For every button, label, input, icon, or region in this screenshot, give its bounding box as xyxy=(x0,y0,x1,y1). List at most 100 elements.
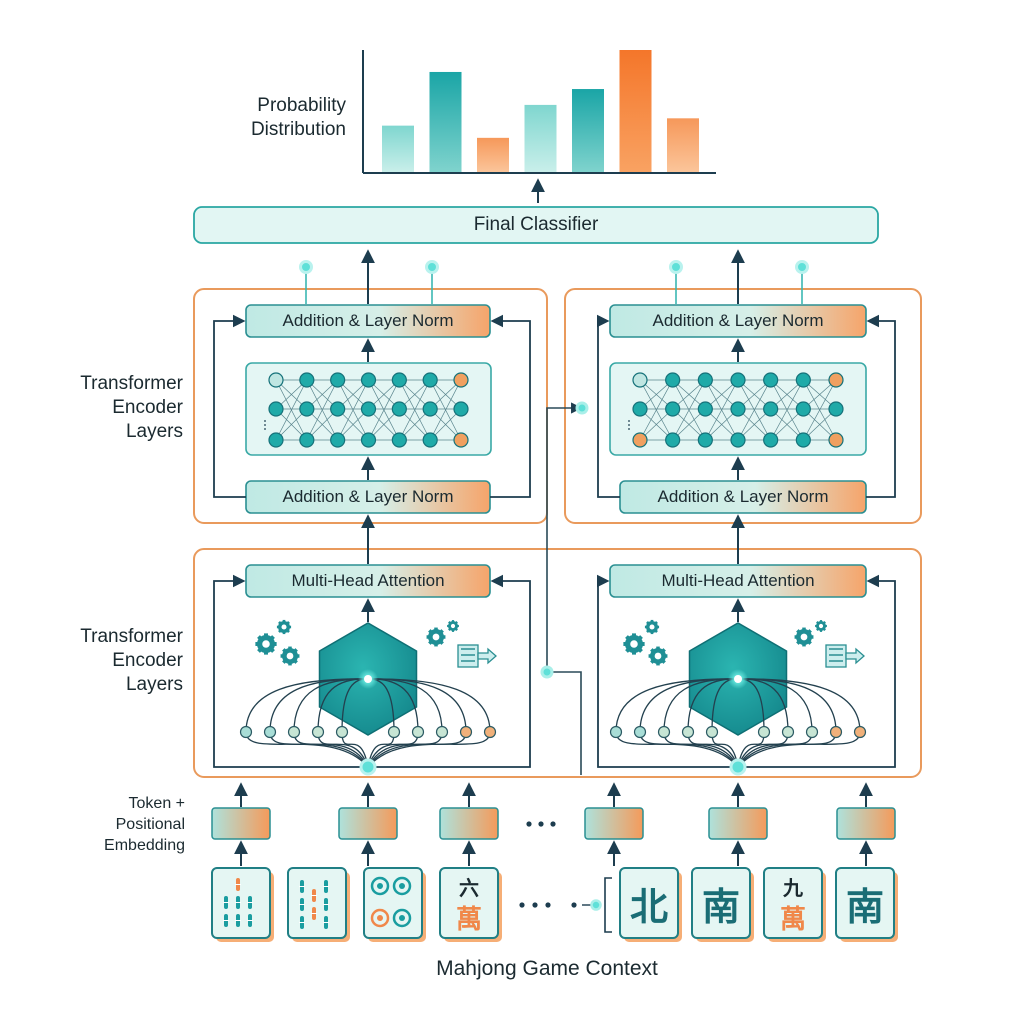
svg-text:南: 南 xyxy=(846,884,884,929)
network-node xyxy=(453,432,469,448)
token-node xyxy=(435,725,449,739)
token-node xyxy=(609,725,623,739)
list-arrow-icon xyxy=(457,644,497,668)
network-node xyxy=(763,432,779,448)
mahjong-tile-wind: 南 xyxy=(691,867,754,942)
network-node xyxy=(632,432,648,448)
add-norm-top-box xyxy=(245,304,491,338)
mahjong-tile-wind: 北 xyxy=(619,867,682,942)
mahjong-tile-character: 九萬 xyxy=(763,867,826,942)
svg-text:六: 六 xyxy=(459,876,479,900)
probability-bar xyxy=(382,125,414,172)
cross-column-connector xyxy=(540,401,589,775)
embedding-box xyxy=(836,807,896,840)
gears-icon xyxy=(255,619,300,666)
gears-icon xyxy=(426,620,459,647)
network-node xyxy=(795,432,811,448)
glow-node xyxy=(299,260,313,274)
token-node xyxy=(757,725,771,739)
mahjong-tile-character: 六萬 xyxy=(439,867,502,942)
svg-text:萬: 萬 xyxy=(780,905,806,935)
lower-encoder-frame xyxy=(193,548,922,778)
network-node xyxy=(665,372,681,388)
mha-residual-right xyxy=(738,574,896,768)
token-node xyxy=(483,725,497,739)
network-node xyxy=(828,372,844,388)
probability-bar xyxy=(477,137,509,172)
input-node xyxy=(729,758,747,776)
probability-bar xyxy=(429,71,462,172)
glow-node xyxy=(669,260,683,274)
mahjong-tile-circles xyxy=(363,867,426,942)
network-node xyxy=(330,372,346,388)
network-node xyxy=(391,372,407,388)
network-node xyxy=(828,401,844,417)
probability-bar xyxy=(619,50,652,172)
network-node xyxy=(360,401,377,417)
network-node xyxy=(697,372,713,388)
token-node xyxy=(657,725,671,739)
probability-chart xyxy=(362,50,716,174)
probability-distribution-label: Probability Distribution xyxy=(250,95,346,140)
gears-icon xyxy=(794,620,827,647)
network-node xyxy=(828,432,844,448)
token-node xyxy=(411,725,425,739)
network-node xyxy=(360,432,377,448)
mahjong-tile-bamboo xyxy=(211,867,274,942)
svg-text:南: 南 xyxy=(702,884,740,929)
network-node xyxy=(730,372,746,388)
token-node xyxy=(263,725,277,739)
token-node xyxy=(311,725,325,739)
token-node xyxy=(239,725,253,739)
network-node xyxy=(268,432,284,448)
encoder-layers-label-lower: Transformer Encoder Layers xyxy=(80,626,183,695)
network-node xyxy=(391,401,407,417)
embedding-box xyxy=(439,807,499,840)
network-node xyxy=(299,432,315,448)
add-norm-bottom-box xyxy=(619,480,867,514)
network-node xyxy=(697,432,713,448)
network-node xyxy=(330,401,346,417)
gears-icon xyxy=(623,619,668,666)
token-positional-embedding-label: Token + Positional Embedding xyxy=(104,795,185,854)
network-node xyxy=(763,401,779,417)
probability-bar xyxy=(572,89,604,172)
residual-left xyxy=(213,314,246,498)
svg-text:萬: 萬 xyxy=(456,905,482,935)
probability-bar xyxy=(524,104,557,172)
network-node xyxy=(453,372,469,388)
network-node xyxy=(730,432,746,448)
mha-residual-left xyxy=(596,574,738,768)
encoder-layers-label-upper: Transformer Encoder Layers xyxy=(80,373,183,442)
mha-residual-left xyxy=(213,574,368,768)
input-node xyxy=(359,758,377,776)
network-node xyxy=(299,372,315,388)
mha-residual-right xyxy=(368,574,531,768)
embedding-box xyxy=(211,807,271,840)
token-node xyxy=(705,725,719,739)
final-classifier-box xyxy=(193,206,879,244)
network-node xyxy=(422,372,438,388)
embedding-box xyxy=(584,807,644,840)
embedding-ellipsis xyxy=(526,821,556,827)
token-node xyxy=(853,725,867,739)
mha-box xyxy=(609,564,867,598)
network-node xyxy=(632,372,648,388)
add-norm-bottom-box xyxy=(245,480,491,514)
network-node xyxy=(795,372,811,388)
svg-text:九: 九 xyxy=(782,876,803,900)
mahjong-tile-bamboo xyxy=(287,867,350,942)
network-node xyxy=(330,432,346,448)
svg-text:北: 北 xyxy=(630,884,668,929)
mha-box xyxy=(245,564,491,598)
token-node xyxy=(805,725,819,739)
embedding-box xyxy=(338,807,398,840)
residual-right xyxy=(490,314,531,498)
network-node xyxy=(360,372,377,388)
network-node xyxy=(632,401,648,417)
list-arrow-icon xyxy=(825,644,865,668)
encoder-column-right xyxy=(596,249,896,776)
network-node xyxy=(422,432,438,448)
network-node xyxy=(422,401,438,417)
